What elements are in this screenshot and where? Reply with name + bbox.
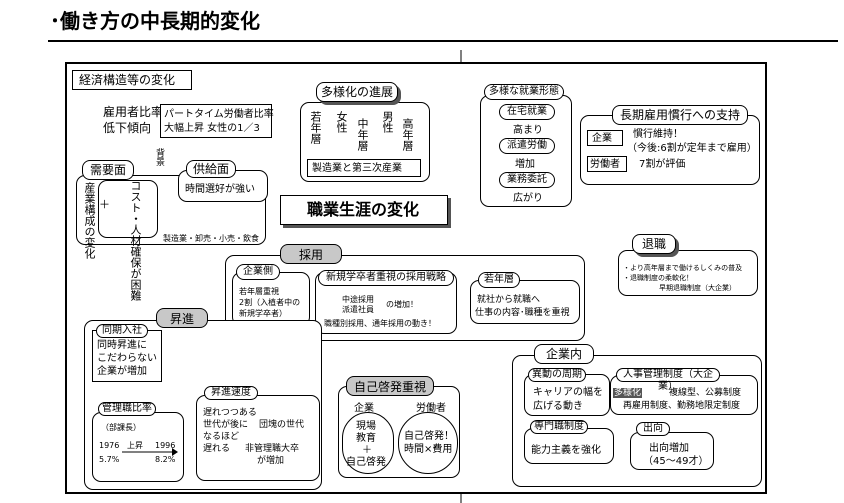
page-title: ･働き方の中長期的変化 <box>50 9 260 33</box>
part-time-box: パートタイム労働者比率 大幅上昇 女性の1／3 <box>160 104 274 138</box>
part-time-line2: 大幅上昇 女性の1／3 <box>164 123 260 134</box>
retirement-title: 退職 <box>632 234 676 254</box>
background-label: 背景 <box>154 148 164 166</box>
work-form-2: 業務委託 <box>499 172 555 188</box>
diversification-col-1: 女性 <box>335 111 348 133</box>
frame-label: 経済構造等の変化 <box>72 70 192 90</box>
work-forms-title: 多様な就業形態 <box>484 84 564 100</box>
demand-col1: 産業構成の変化 <box>83 182 96 259</box>
long-term-title: 長期雇用慣行への支持 <box>612 105 748 125</box>
self-dev-title: 自己啓発重視 <box>346 376 434 396</box>
speed-box: 遅れつつある 世代が後に なるほど 遅れる 団塊の世代 非管理職大卒 が増加 <box>196 395 320 481</box>
work-form-1: 派遣労働 <box>499 138 555 154</box>
secondment-title: 出向 <box>636 422 670 436</box>
diversification-col-3: 男性 <box>381 111 394 133</box>
employee-ratio-line1: 雇用者比率 <box>103 105 164 119</box>
diversification-col-0: 若年層 <box>309 111 322 144</box>
employee-ratio-box: 雇用者比率 低下傾向 <box>95 100 238 142</box>
diversification-col-4: 高年層 <box>401 118 414 151</box>
long-term-box: 企業 慣行維持！ （今後:6割が定年まで雇用） 労働者 7割が評価 <box>580 115 760 185</box>
center-title-box: 職業生涯の変化 <box>280 195 448 225</box>
secondment-box: 出向増加 （45〜49才） <box>630 432 714 470</box>
in-company-title: 企業内 <box>534 344 594 364</box>
diversification-box: 若年層 女性 中年層 男性 高年層 製造業と第三次産業 <box>300 102 430 182</box>
specialist-box: 能力主義を強化 <box>524 428 614 464</box>
demand-plus: ＋ <box>99 198 110 211</box>
hiring-title: 採用 <box>280 244 342 264</box>
same-year-title: 同期入社 <box>96 324 148 338</box>
work-form-0: 在宅就業 <box>499 104 555 120</box>
hr-highlight: 多様化 <box>613 388 643 398</box>
company-side-box: 若年層重視 2割（入植者中の 新規学卒者） <box>232 272 310 326</box>
self-dev-worker-oval <box>398 412 458 474</box>
employee-ratio-line2: 低下傾向 <box>103 121 152 135</box>
long-term-worker: 労働者 <box>587 156 627 172</box>
supply-title: 供給面 <box>186 160 236 178</box>
title-underline <box>48 40 838 42</box>
demand-inner-box <box>98 180 158 238</box>
manager-ratio-title: 管理職比率 <box>98 402 156 416</box>
strategy-title: 新規学卒者重視の採用戦略 <box>318 270 454 286</box>
self-dev-company-oval <box>342 412 394 474</box>
self-dev-company: 企業 <box>354 403 374 414</box>
cycle-title: 異動の周期 <box>528 368 586 382</box>
youth-title: 若年層 <box>478 272 520 288</box>
rise-arrow <box>122 448 178 456</box>
specialist-title: 専門職制度 <box>530 420 588 434</box>
company-side-title: 企業側 <box>236 264 280 280</box>
retirement-box: ・より高年層まで働けるしくみの普及 ・退職制度の柔軟化！ 早期退職制度（大企業） <box>618 250 758 296</box>
diversification-col-2: 中年層 <box>356 118 369 151</box>
hr-title: 人事管理制度（大企業） <box>616 368 720 392</box>
work-forms-box: 在宅就業 高まり 派遣労働 増加 業務委託 広がり <box>480 95 572 207</box>
promotion-title: 昇進 <box>156 308 208 328</box>
long-term-company: 企業 <box>587 130 623 146</box>
self-dev-worker: 労働者 <box>416 403 446 414</box>
demand-col2: コスト・人材確保が困難 <box>129 180 142 301</box>
manager-ratio-box: （部課長） 1976 上昇 1996 5.7% 8.2% <box>92 412 184 482</box>
diversification-title: 多様化の進展 <box>316 82 398 102</box>
speed-title: 昇進速度 <box>204 386 258 400</box>
industry-box: 製造業と第三次産業 <box>307 159 421 177</box>
same-year-box: 同時昇進に こだわらない 企業が増加 <box>92 330 162 382</box>
part-time-line1: パートタイム労働者比率 <box>164 109 274 120</box>
demand-footer: 製造業・卸売・小売・飲食 <box>163 234 259 243</box>
demand-title: 需要面 <box>82 160 134 180</box>
